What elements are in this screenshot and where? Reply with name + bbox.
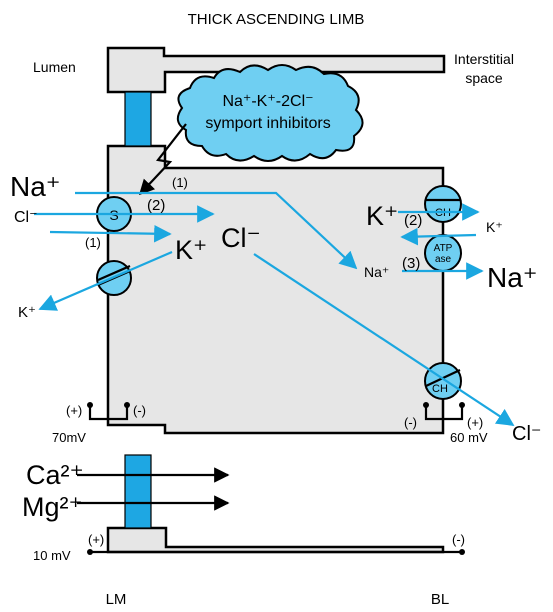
cl-cell-label: Cl⁻	[221, 223, 261, 253]
apical-voltage-label: 70mV	[52, 430, 86, 445]
lumen-label: Lumen	[33, 59, 76, 75]
apical-electrode-minus	[124, 402, 130, 408]
transepithelial-electrode-minus	[459, 549, 465, 555]
atpase-label: ATP	[434, 243, 453, 254]
k-lumen-label: K⁺	[18, 304, 36, 321]
upper-tight-junction	[125, 92, 151, 146]
transepithelial-plus-label: (+)	[88, 532, 104, 547]
k-channel-step-label: (2)	[404, 212, 422, 229]
lm-label: LM	[106, 591, 127, 608]
basolateral-plus-label: (+)	[467, 415, 483, 430]
apical-electrode-plus	[87, 402, 93, 408]
na-cell-label: Na⁺	[364, 264, 389, 280]
ca-label: Ca²⁺	[26, 460, 84, 490]
inhibitor-label-line2: symport inhibitors	[205, 115, 330, 132]
basolateral-minus-label: (-)	[404, 415, 417, 430]
cl-lumen-label: Cl⁻	[14, 209, 38, 226]
cl-interstitial-label: Cl⁻	[512, 423, 541, 445]
na-step-label: (1)	[172, 175, 188, 190]
basolateral-cl-channel-label: CH	[432, 383, 448, 395]
apical-plus-label: (+)	[66, 403, 82, 418]
na-pump-step-label: (3)	[402, 255, 420, 272]
basolateral-voltage-label: 60 mV	[450, 430, 488, 445]
na-interstitial-label: Na⁺	[487, 262, 538, 293]
lower-neighbor-cell	[108, 528, 443, 552]
atpase-label-line2: ase	[435, 254, 452, 265]
na-lumen-label: Na⁺	[10, 171, 61, 202]
basolateral-electrode-minus	[423, 402, 429, 408]
transepithelial-electrode-plus	[87, 549, 93, 555]
k-basolateral-label: K⁺	[366, 201, 398, 231]
cl-step-label: (2)	[147, 197, 165, 214]
k-cell-label: K⁺	[175, 235, 207, 265]
basolateral-electrode-plus	[459, 402, 465, 408]
inhibitor-label: Na⁺-K⁺-2Cl⁻	[222, 93, 313, 110]
mg-label: Mg²⁺	[22, 492, 83, 522]
inhibitor-cloud	[178, 65, 363, 161]
k-step-label: (1)	[85, 235, 101, 250]
transepithelial-voltage-label: 10 mV	[33, 548, 71, 563]
interstitial-label: Interstitial	[454, 51, 514, 67]
apical-minus-label: (-)	[133, 403, 146, 418]
lower-tight-junction	[125, 455, 151, 528]
interstitial-label-line2: space	[465, 70, 503, 86]
bl-label: BL	[431, 591, 449, 608]
k-interstitial-label: K⁺	[486, 219, 503, 235]
transepithelial-minus-label: (-)	[452, 532, 465, 547]
main-cell	[108, 146, 443, 433]
diagram-title: THICK ASCENDING LIMB	[188, 11, 365, 28]
